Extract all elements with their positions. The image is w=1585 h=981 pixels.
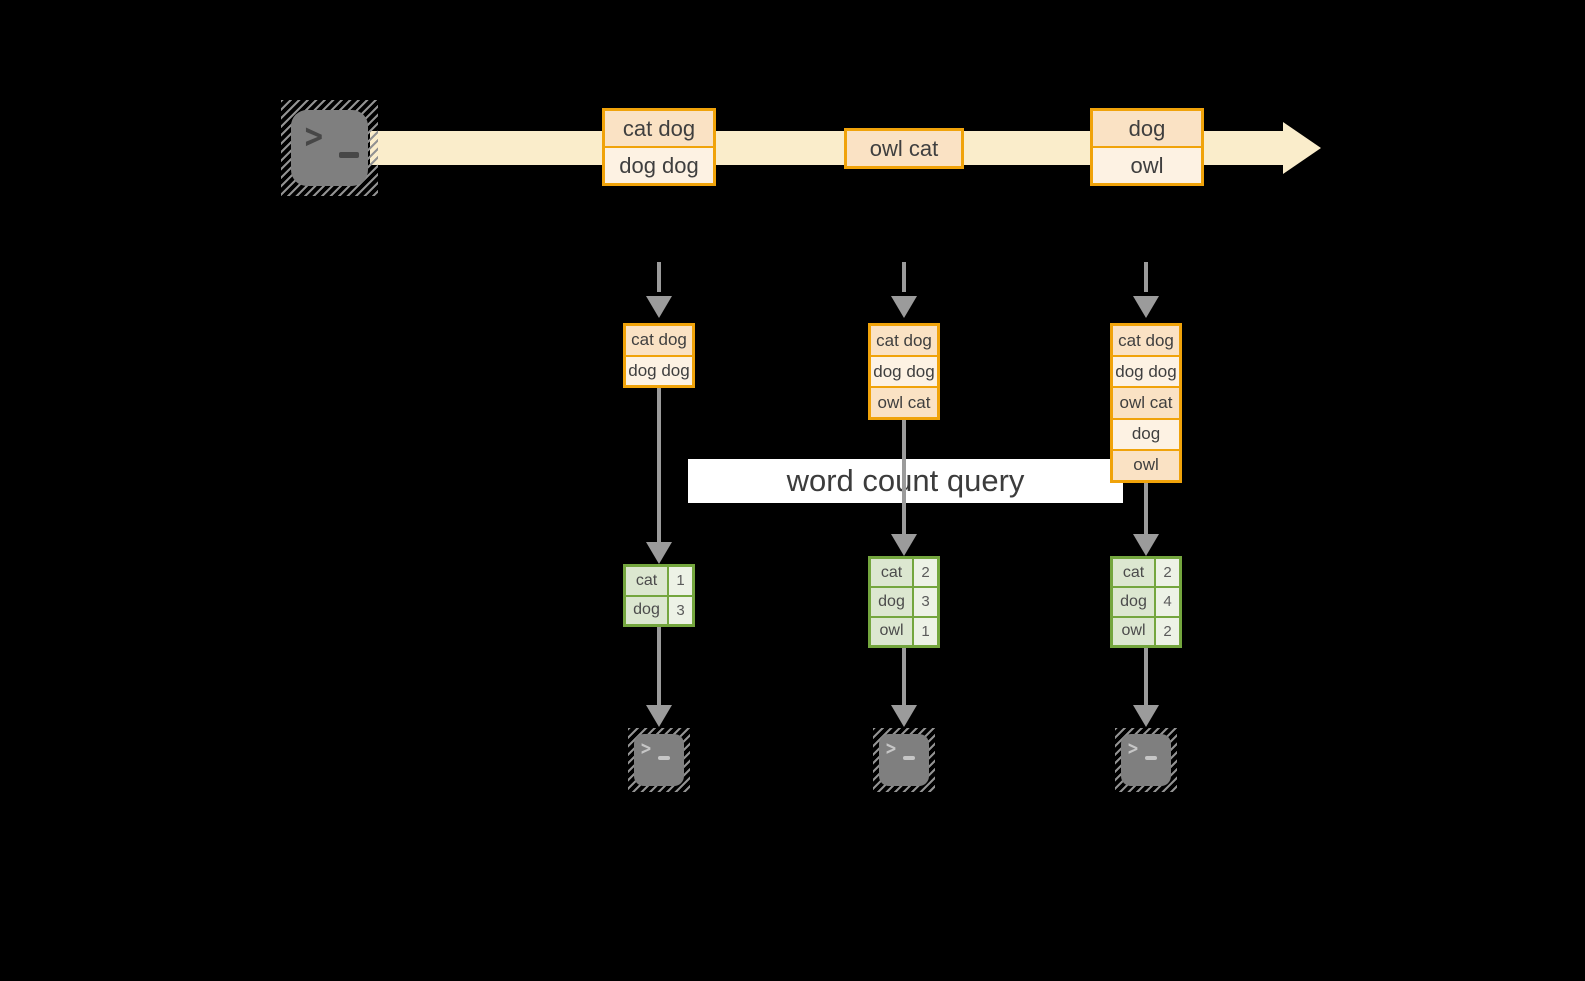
result-table-3: cat 2 dog 4 owl 2 [1110, 556, 1182, 648]
arrow-head-icon [646, 542, 672, 564]
state-line: cat dog [1113, 326, 1179, 356]
terminal-body: > [1121, 734, 1171, 786]
result-word: dog [626, 596, 667, 624]
arrow-line [657, 627, 661, 705]
result-count: 2 [1156, 559, 1179, 587]
state-stack-3: cat dog dog dog owl cat dog owl [1110, 323, 1182, 483]
result-count: 2 [1156, 617, 1179, 645]
terminal-body: > [291, 110, 368, 186]
arrow-head-icon [891, 705, 917, 727]
prompt-underscore-icon [1145, 756, 1157, 760]
dashed-arrow-line [902, 262, 906, 292]
result-word: cat [1113, 559, 1154, 587]
state-line: cat dog [626, 326, 692, 355]
arrow-head-icon [891, 534, 917, 556]
batch-line: cat dog [605, 111, 713, 146]
prompt-chevron-icon: > [1127, 736, 1139, 760]
terminal-icon: > [628, 728, 690, 792]
prompt-chevron-icon: > [885, 736, 897, 760]
prompt-underscore-icon [339, 152, 359, 158]
result-count: 2 [914, 559, 937, 587]
result-count: 3 [669, 596, 692, 624]
state-line: dog dog [871, 355, 937, 386]
terminal-icon: > [281, 100, 378, 196]
result-word: cat [871, 559, 912, 587]
arrow-head-icon [646, 705, 672, 727]
state-line: owl cat [871, 386, 937, 417]
result-table-2: cat 2 dog 3 owl 1 [868, 556, 940, 648]
state-line: owl [1113, 448, 1179, 481]
arrow-line [1144, 648, 1148, 705]
state-stack-2: cat dog dog dog owl cat [868, 323, 940, 420]
terminal-body: > [879, 734, 929, 786]
stream-batch-2: owl cat [844, 128, 964, 169]
batch-line: owl [1093, 146, 1201, 183]
stream-arrowhead-icon [1283, 122, 1321, 174]
result-word: owl [1113, 617, 1154, 645]
prompt-chevron-icon: > [304, 116, 324, 157]
arrow-head-icon [1133, 534, 1159, 556]
state-stack-1: cat dog dog dog [623, 323, 695, 388]
state-line: cat dog [871, 326, 937, 355]
terminal-body: > [634, 734, 684, 786]
result-word: dog [871, 588, 912, 616]
prompt-chevron-icon: > [640, 736, 652, 760]
batch-line: owl cat [847, 131, 961, 166]
result-count: 4 [1156, 588, 1179, 616]
result-count: 1 [914, 617, 937, 645]
result-count: 3 [914, 588, 937, 616]
dashed-arrow-head-icon [891, 296, 917, 318]
state-line: dog dog [1113, 355, 1179, 387]
batch-line: dog dog [605, 146, 713, 183]
dashed-arrow-head-icon [646, 296, 672, 318]
arrow-line [657, 388, 661, 542]
prompt-underscore-icon [658, 756, 670, 760]
state-line: dog dog [626, 354, 692, 385]
terminal-icon: > [873, 728, 935, 792]
result-table-1: cat 1 dog 3 [623, 564, 695, 627]
result-word: owl [871, 617, 912, 645]
state-line: dog [1113, 417, 1179, 449]
stream-batch-1: cat dog dog dog [602, 108, 716, 186]
arrow-line [902, 417, 906, 534]
result-word: dog [1113, 588, 1154, 616]
state-line: owl cat [1113, 386, 1179, 418]
dashed-arrow-line [1144, 262, 1148, 292]
terminal-icon: > [1115, 728, 1177, 792]
dashed-arrow-line [657, 262, 661, 292]
arrow-line [1144, 483, 1148, 534]
arrow-head-icon [1133, 705, 1159, 727]
result-word: cat [626, 567, 667, 595]
stream-batch-3: dog owl [1090, 108, 1204, 186]
prompt-underscore-icon [903, 756, 915, 760]
batch-line: dog [1093, 111, 1201, 146]
arrow-line [902, 648, 906, 705]
result-count: 1 [669, 567, 692, 595]
dashed-arrow-head-icon [1133, 296, 1159, 318]
